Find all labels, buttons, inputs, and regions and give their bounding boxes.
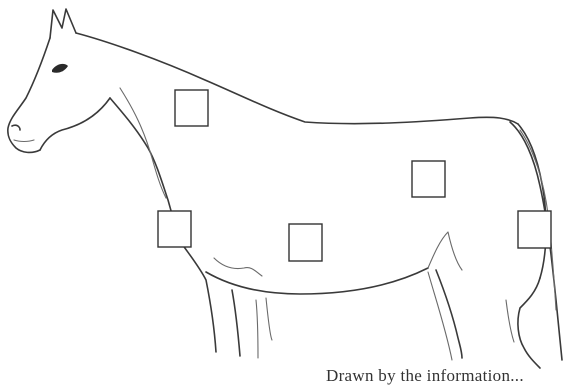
horse-mouth (14, 140, 34, 142)
horse-elbow (214, 258, 262, 276)
horse-eye (52, 64, 68, 73)
label-box-back[interactable] (412, 161, 445, 197)
label-box-hindquarter[interactable] (518, 211, 551, 248)
label-box-neck[interactable] (175, 90, 208, 126)
horse-hamstring (518, 278, 540, 368)
horse-flank (428, 232, 462, 270)
horse-jaw (40, 98, 110, 150)
label-boxes (158, 90, 551, 261)
horse-shoulder (120, 88, 166, 198)
horse-mane-line (76, 33, 518, 124)
horse-nostril (12, 125, 20, 130)
figure-caption: Drawn by the information... (326, 366, 524, 386)
horse-front-leg (232, 290, 240, 356)
horse-rump (518, 124, 546, 278)
horse-front-leg-second (256, 300, 258, 358)
horse-ear (50, 9, 76, 38)
horse-front-leg-third (266, 298, 272, 340)
horse-drawing (8, 9, 562, 368)
horse-face (8, 38, 50, 152)
label-box-belly[interactable] (289, 224, 322, 261)
horse-hind-leg-front (428, 272, 452, 360)
horse-belly (206, 268, 428, 294)
horse-chest (182, 244, 216, 352)
label-box-shoulder[interactable] (158, 211, 191, 247)
horse-hock (506, 300, 514, 342)
